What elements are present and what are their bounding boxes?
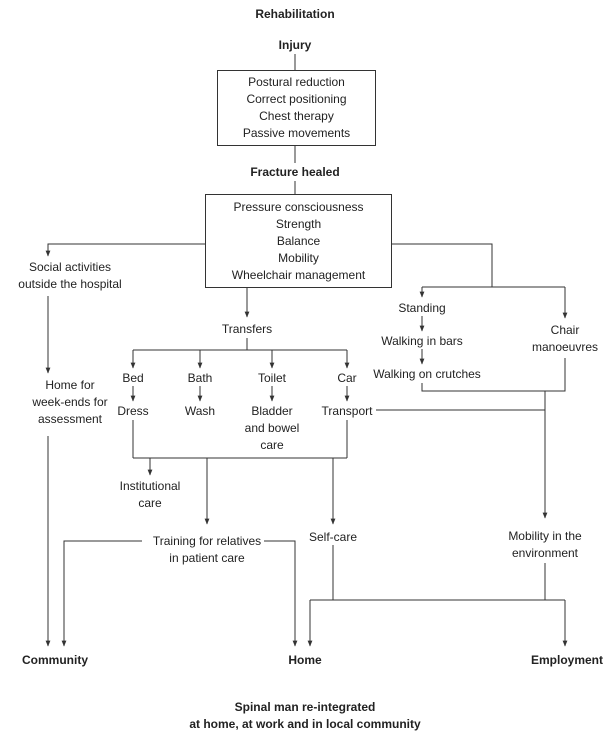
node-line: Home for: [45, 378, 95, 392]
node-line: Institutional: [119, 479, 181, 493]
healed-training-box: Pressure consciousness Strength Balance …: [205, 194, 392, 288]
institutional-care-node: Institutional care: [105, 478, 195, 512]
healed-step: Wheelchair management: [231, 267, 366, 282]
transfers-node: Transfers: [221, 322, 273, 336]
injury-step: Postural reduction: [248, 75, 345, 89]
fracture-healed-label: Fracture healed: [250, 165, 340, 179]
node-line: assessment: [37, 412, 103, 426]
node-line: and bowel: [244, 421, 300, 435]
healed-step: Balance: [276, 233, 321, 248]
bath-node: Bath: [187, 371, 213, 385]
healed-step: Mobility: [278, 250, 319, 265]
social-activities-node: Social activities outside the hospital: [0, 259, 140, 293]
node-line: Social activities: [28, 260, 112, 274]
node-line: manoeuvres: [531, 340, 599, 354]
injury-treatment-box: Postural reduction Correct positioning C…: [217, 70, 376, 146]
employment-outcome: Employment: [531, 653, 604, 667]
mobility-environment-node: Mobility in the environment: [495, 528, 595, 562]
walking-crutches-node: Walking on crutches: [373, 367, 481, 381]
car-node: Car: [337, 371, 357, 385]
bed-node: Bed: [122, 371, 144, 385]
home-outcome: Home: [288, 653, 322, 667]
node-line: care: [260, 438, 284, 452]
node-line: in patient care: [169, 551, 245, 565]
chair-manoeuvres-node: Chair manoeuvres: [520, 322, 608, 356]
home-weekends-node: Home for week-ends for assessment: [0, 377, 140, 428]
healed-step: Pressure consciousness: [233, 199, 364, 214]
diagram-caption: Spinal man re-integrated at home, at wor…: [140, 699, 470, 733]
injury-step: Chest therapy: [259, 109, 334, 123]
wash-node: Wash: [184, 404, 216, 418]
dress-node: Dress: [117, 404, 149, 418]
community-outcome: Community: [22, 653, 88, 667]
caption-line: Spinal man re-integrated: [234, 700, 376, 714]
self-care-node: Self-care: [308, 530, 358, 544]
page-title: Rehabilitation: [255, 7, 335, 21]
node-line: environment: [511, 546, 579, 560]
node-line: Bladder: [251, 404, 293, 418]
injury-label: Injury: [278, 38, 312, 52]
node-line: week-ends for: [32, 395, 108, 409]
walking-bars-node: Walking in bars: [381, 334, 463, 348]
caption-line: at home, at work and in local community: [189, 717, 421, 731]
toilet-node: Toilet: [257, 371, 286, 385]
injury-step: Correct positioning: [246, 92, 347, 106]
bladder-node: Bladder and bowel care: [237, 403, 307, 454]
transport-node: Transport: [321, 404, 373, 418]
node-line: Training for relatives: [152, 534, 262, 548]
node-line: Mobility in the: [508, 529, 582, 543]
standing-node: Standing: [398, 301, 446, 315]
injury-step: Passive movements: [242, 126, 351, 140]
training-relatives-node: Training for relatives in patient care: [137, 533, 277, 567]
node-line: Chair: [550, 323, 580, 337]
node-line: outside the hospital: [18, 277, 122, 291]
node-line: care: [138, 496, 162, 510]
healed-step: Strength: [275, 216, 322, 231]
